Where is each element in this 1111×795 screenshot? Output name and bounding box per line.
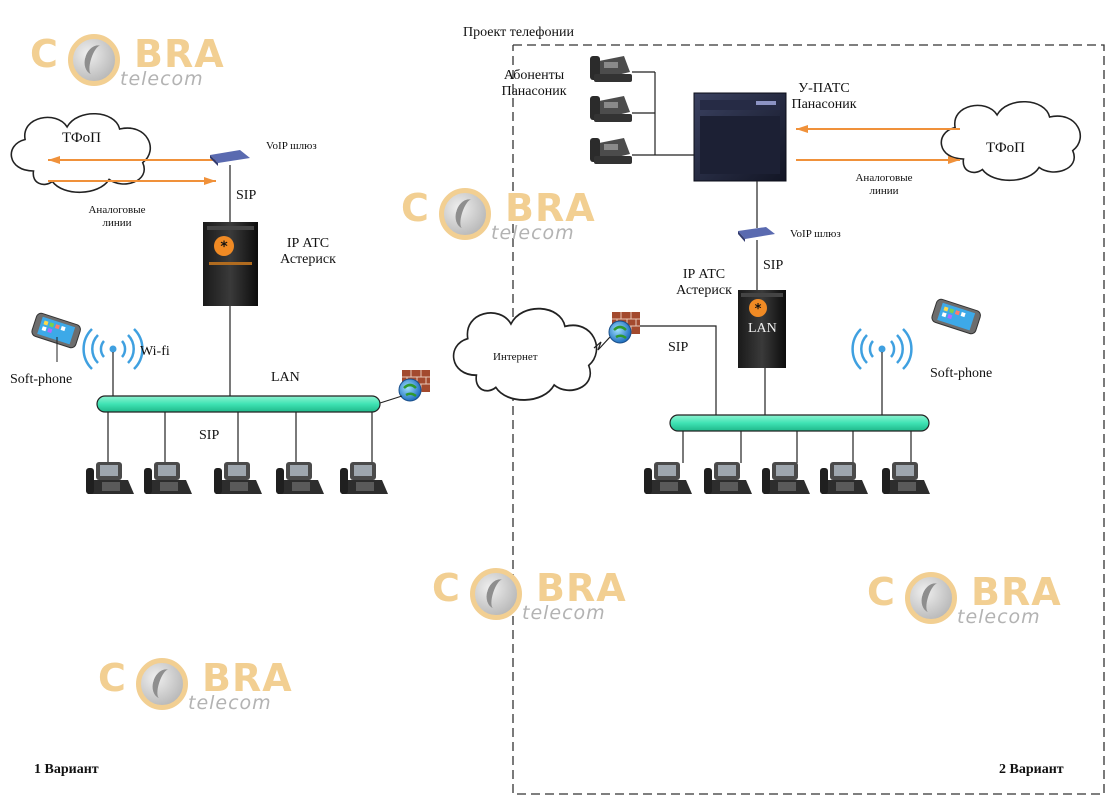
desk-phone-1 [590, 56, 632, 82]
desk-phone-3 [590, 138, 632, 164]
sip-label-internet-right: SIP [668, 340, 689, 355]
ip-phone-5 [340, 462, 388, 494]
voip-gateway-label-left: VoIP шлюз [266, 140, 317, 152]
lan-bus-right [669, 414, 930, 432]
ip-phone-7 [704, 462, 752, 494]
panasonic-pbx [693, 92, 787, 182]
ip-phone-6 [644, 462, 692, 494]
wifi-label-left: Wi-fi [140, 344, 170, 359]
lan-links-right [682, 431, 912, 463]
desk-phone-2 [590, 96, 632, 122]
internet-label: Интернет [493, 351, 538, 363]
ip-phone-9 [820, 462, 868, 494]
asterisk-server-left: * [203, 222, 258, 306]
smartphone-icon-right [930, 297, 983, 336]
variant1-footer: 1 Вариант [34, 762, 99, 777]
voip-gateway-right [738, 227, 775, 242]
sip-label-gateway-right: SIP [763, 258, 784, 273]
softphone-label-right: Soft-phone [930, 366, 993, 381]
ip-phone-10 [882, 462, 930, 494]
ip-phone-1 [86, 462, 134, 494]
voip-gateway-left [210, 150, 250, 166]
ip-phone-4 [276, 462, 324, 494]
lan-label-left: LAN [271, 370, 300, 385]
pstn-label-left: ТФоП [62, 130, 102, 146]
svg-text:*: * [755, 302, 762, 317]
ip-phone-8 [762, 462, 810, 494]
project-frame-label: Проект телефонии [463, 25, 574, 40]
lan-label-right: LAN [748, 321, 777, 336]
ip-phone-3 [214, 462, 262, 494]
firewall-icon-right [607, 310, 642, 345]
smartphone-icon-left [30, 311, 83, 350]
voip-gateway-label-right: VoIP шлюз [790, 228, 841, 240]
variant2-footer: 2 Вариант [999, 762, 1064, 777]
pstn-label-right: ТФоП [986, 140, 1026, 156]
sip-label-gateway-left: SIP [236, 188, 257, 203]
lan-bus-left [96, 395, 381, 413]
svg-text:*: * [220, 239, 228, 255]
sip-label-lan-left: SIP [199, 428, 220, 443]
softphone-label-left: Soft-phone [10, 372, 73, 387]
ip-phone-2 [144, 462, 192, 494]
subscriber-links [632, 71, 696, 156]
project-frame [512, 44, 1105, 795]
asterisk-server-right: * [738, 290, 786, 368]
lan-links-left [107, 412, 373, 463]
firewall-icon-left [397, 368, 432, 403]
